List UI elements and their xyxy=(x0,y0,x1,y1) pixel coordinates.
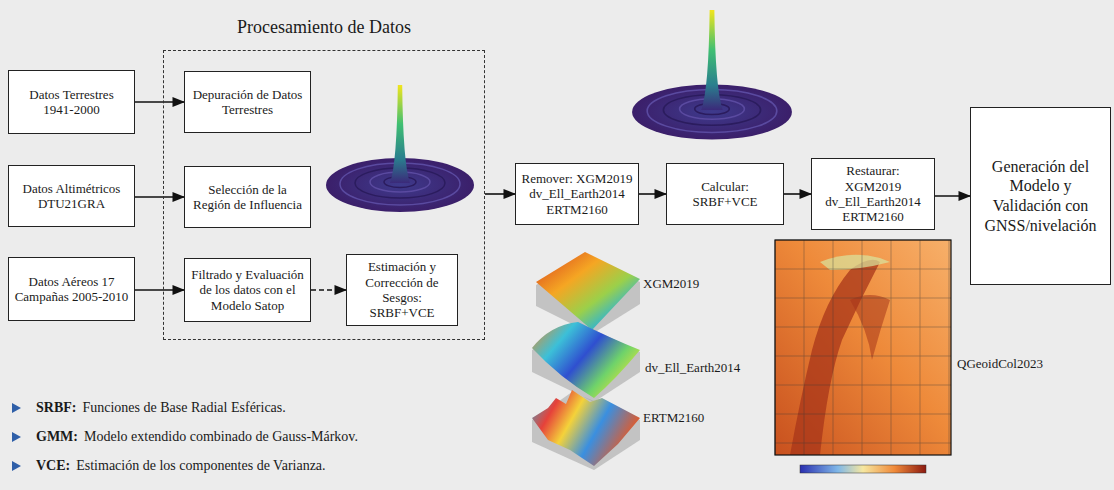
drawing-line xyxy=(775,298,951,299)
flow-arrow xyxy=(135,101,184,103)
flow-arrow xyxy=(135,196,184,198)
radial-basis-peak xyxy=(632,10,792,140)
drawing-line xyxy=(775,385,951,386)
output-box: Generación del Modelo y Validación con G… xyxy=(970,107,1111,285)
drawing-path xyxy=(532,322,640,398)
acronym-definition: Estimación de los componentes de Varianz… xyxy=(76,458,325,474)
process-box: Selección de la Región de Influencia xyxy=(184,166,311,228)
input-box: Datos Altimétricos DTU21GRA xyxy=(8,165,135,227)
drawing-polygon xyxy=(532,322,640,402)
drawing-line xyxy=(775,414,951,415)
drawing-rect xyxy=(775,240,951,455)
bullet-markers xyxy=(12,403,21,471)
drawing-path xyxy=(532,390,640,466)
acronym-definition: Funciones de Base Radial Esféricas. xyxy=(82,400,285,416)
geoid-map xyxy=(775,240,951,473)
flow-arrow xyxy=(135,289,184,291)
drawing-line xyxy=(949,240,950,455)
surface-label: dv_Ell_Earth2014 xyxy=(645,360,740,376)
box-text: Datos Terrestres 1941-2000 xyxy=(14,87,129,118)
flow-arrow xyxy=(485,193,515,195)
radial-basis-peak xyxy=(326,85,474,212)
drawing-line xyxy=(804,240,805,455)
box-text: Remover: XGM2019 dv_Ell_Earth2014 ERTM21… xyxy=(521,171,633,217)
box-text: Datos Altimétricos DTU21GRA xyxy=(14,181,129,212)
drawing-line xyxy=(775,269,951,270)
drawing-line xyxy=(775,443,951,444)
drawing-g xyxy=(775,240,951,455)
flow-arrow xyxy=(639,193,666,195)
drawing-line xyxy=(891,240,892,455)
box-text: Restaurar: XGM2019 dv_Ell_Earth2014 ERTM… xyxy=(817,163,929,224)
flow-arrow xyxy=(784,193,811,195)
drawing-line xyxy=(833,240,834,455)
acronym: SRBF: xyxy=(36,400,76,416)
box-text: Estimación y Corrección de Sesgos: SRBF+… xyxy=(352,259,452,320)
box-text: Datos Aéreos 17 Campañas 2005-2010 xyxy=(14,274,129,305)
process-box: Calcular: SRBF+VCE xyxy=(666,163,784,225)
drawing-rect xyxy=(775,240,951,455)
drawing-polygon xyxy=(536,252,640,330)
input-box: Datos Aéreos 17 Campañas 2005-2010 xyxy=(8,257,135,321)
drawing-path xyxy=(790,260,880,455)
process-box: Filtrado y Evaluación de los datos con e… xyxy=(184,258,311,322)
process-box: Restaurar: XGM2019 dv_Ell_Earth2014 ERTM… xyxy=(811,158,935,229)
processing-group: Procesamiento de DatosDepuración de Dato… xyxy=(163,50,485,340)
flow-arrow xyxy=(935,195,970,197)
process-box: Remover: XGM2019 dv_Ell_Earth2014 ERTM21… xyxy=(515,163,639,225)
drawing-polygon xyxy=(12,461,21,471)
box-text: Selección de la Región de Influencia xyxy=(190,182,305,213)
group-heading: Procesamiento de Datos xyxy=(164,17,484,38)
box-text: Calcular: SRBF+VCE xyxy=(672,179,778,210)
drawing-line xyxy=(920,240,921,455)
box-text: Generación del Modelo y Validación con G… xyxy=(976,157,1105,235)
input-box: Datos Terrestres 1941-2000 xyxy=(8,70,135,134)
model-surfaces xyxy=(532,252,640,470)
drawing-line xyxy=(862,240,863,455)
drawing-rect xyxy=(800,465,926,473)
drawing-line xyxy=(775,327,951,328)
drawing-polygon xyxy=(12,403,21,413)
drawing-path xyxy=(820,255,890,270)
drawing-line xyxy=(775,356,951,357)
surface-label: XGM2019 xyxy=(643,276,699,292)
drawing-polygon xyxy=(12,432,21,442)
drawing-path xyxy=(850,295,890,360)
acronym-definition: Modelo extendido combinado de Gauss-Márk… xyxy=(84,429,358,445)
map-label: QGeoidCol2023 xyxy=(957,356,1043,372)
process-box: Estimación y Corrección de Sesgos: SRBF+… xyxy=(346,254,458,325)
flow-arrow xyxy=(311,289,346,291)
surface-label: ERTM2160 xyxy=(643,410,704,426)
acronym: VCE: xyxy=(36,458,70,474)
box-text: Filtrado y Evaluación de los datos con e… xyxy=(190,267,305,313)
acronym: GMM: xyxy=(36,429,78,445)
box-text: Depuración de Datos Terrestres xyxy=(190,87,305,118)
process-box: Depuración de Datos Terrestres xyxy=(184,71,311,133)
